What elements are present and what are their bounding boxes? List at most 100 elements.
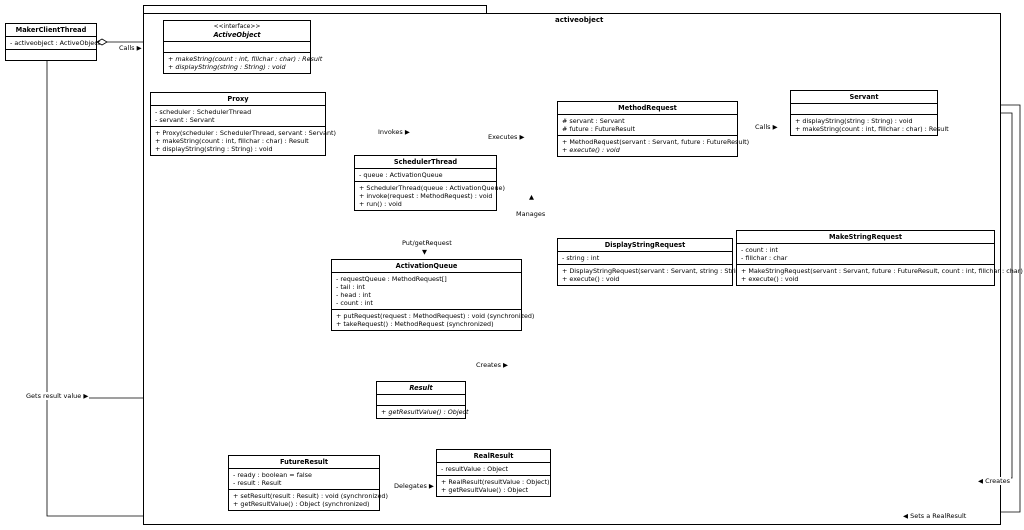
- class-name: SchedulerThread: [393, 158, 458, 166]
- method-row: + makeString(count : int, fillchar : cha…: [168, 55, 323, 63]
- class-name: MakeStringRequest: [828, 233, 903, 241]
- class-attributes: - resultValue : Object: [437, 463, 550, 476]
- class-attributes: - ready : boolean = false- result : Resu…: [229, 469, 379, 490]
- method-row: + displayString(string : String) : void: [168, 63, 286, 71]
- class-name: Result: [409, 384, 433, 392]
- class-methods: + MakeStringRequest(servant : Servant, f…: [737, 265, 1023, 285]
- class-header: Servant: [791, 91, 937, 104]
- method-row: + run() : void: [359, 200, 402, 208]
- class-attributes: [164, 42, 310, 53]
- label-manages-arrow: ▲: [529, 193, 534, 201]
- method-row: + RealResult(resultValue : Object): [441, 478, 550, 486]
- attribute-row: - resultValue : Object: [441, 465, 508, 473]
- method-row: + MethodRequest(servant : Servant, futur…: [562, 138, 750, 146]
- class-header: DisplayStringRequest: [558, 239, 732, 252]
- class-activation-queue[interactable]: ActivationQueue - requestQueue : MethodRe…: [331, 259, 535, 331]
- class-attributes: [791, 104, 937, 115]
- method-row: + displayString(string : String) : void: [795, 117, 913, 125]
- class-name: ActivationQueue: [395, 262, 458, 270]
- class-attributes: # servant : Servant# future : FutureResu…: [558, 115, 737, 136]
- attribute-row: - queue : ActivationQueue: [359, 171, 443, 179]
- attribute-row: - count : int: [741, 246, 778, 254]
- method-row: + SchedulerThread(queue : ActivationQueu…: [359, 184, 505, 192]
- attribute-row: - activeobject : ActiveObject: [10, 39, 101, 47]
- class-scheduler-thread[interactable]: SchedulerThread - queue : ActivationQueue…: [354, 155, 505, 211]
- class-name: FutureResult: [279, 458, 329, 466]
- attribute-row: - scheduler : SchedulerThread: [155, 108, 252, 116]
- label-sets-real-result: ◀ Sets a RealResult: [902, 512, 968, 520]
- method-row: + Proxy(scheduler : SchedulerThread, ser…: [155, 129, 336, 137]
- attribute-row: # future : FutureResult: [562, 125, 635, 133]
- label-calls: Calls ▶: [118, 44, 143, 52]
- method-row: + getResultValue() : Object: [441, 486, 529, 494]
- class-real-result[interactable]: RealResult - resultValue : Object + RealRe…: [436, 449, 551, 497]
- label-manages: Manages: [515, 210, 547, 218]
- class-attributes: [377, 395, 465, 406]
- method-row: + setResult(result : Result) : void (syn…: [233, 492, 388, 500]
- method-row: + execute() : void: [562, 275, 620, 283]
- class-proxy[interactable]: Proxy - scheduler : SchedulerThread- serv…: [150, 92, 336, 156]
- class-methods: + getResultValue() : Object: [377, 406, 469, 418]
- method-row: + invoke(request : MethodRequest) : void: [359, 192, 493, 200]
- class-header: MakerClientThread: [6, 24, 96, 37]
- method-row: + makeString(count : int, fillchar : cha…: [795, 125, 949, 133]
- class-header: MakeStringRequest: [737, 231, 994, 244]
- class-display-string-request[interactable]: DisplayStringRequest - string : int + Disp…: [557, 238, 746, 286]
- class-header: Proxy: [151, 93, 325, 106]
- class-header: RealResult: [437, 450, 550, 463]
- method-row: + makeString(count : int, fillchar : cha…: [155, 137, 309, 145]
- class-header: <<interface>>ActiveObject: [164, 21, 310, 42]
- class-attributes: - string : int: [558, 252, 732, 265]
- class-header: MethodRequest: [558, 102, 737, 115]
- class-name: ActiveObject: [213, 31, 261, 39]
- method-row: + execute() : void: [741, 275, 799, 283]
- class-attributes: - requestQueue : MethodRequest[]- tail :…: [332, 273, 521, 310]
- class-make-string-request[interactable]: MakeStringRequest - count : int- fillchar…: [736, 230, 1023, 286]
- class-header: ActivationQueue: [332, 260, 521, 273]
- class-methods: + displayString(string : String) : void+…: [791, 115, 949, 135]
- attribute-row: - requestQueue : MethodRequest[]: [336, 275, 447, 283]
- method-row: + DisplayStringRequest(servant : Servant…: [562, 267, 746, 275]
- attribute-row: - tail : int: [336, 283, 365, 291]
- class-future-result[interactable]: FutureResult - ready : boolean = false- r…: [228, 455, 388, 511]
- attribute-row: # servant : Servant: [562, 117, 625, 125]
- class-methods: + DisplayStringRequest(servant : Servant…: [558, 265, 746, 285]
- attribute-row: - string : int: [562, 254, 600, 262]
- class-name: MethodRequest: [618, 104, 677, 112]
- attribute-row: - ready : boolean = false: [233, 471, 312, 479]
- class-methods: + putRequest(request : MethodRequest) : …: [332, 310, 535, 330]
- class-methods: + MethodRequest(servant : Servant, futur…: [558, 136, 750, 156]
- class-attributes: - count : int- fillchar : char: [737, 244, 994, 265]
- class-name: Proxy: [227, 95, 249, 103]
- method-row: + MakeStringRequest(servant : Servant, f…: [741, 267, 1023, 275]
- attribute-row: - fillchar : char: [741, 254, 788, 262]
- method-row: + execute() : void: [562, 146, 620, 154]
- class-methods: + makeString(count : int, fillchar : cha…: [164, 53, 323, 73]
- class-name: DisplayStringRequest: [604, 241, 686, 249]
- class-name: MakerClientThread: [15, 26, 87, 34]
- method-row: + displayString(string : String) : void: [155, 145, 273, 153]
- class-servant[interactable]: Servant + displayString(string : String) …: [790, 90, 949, 136]
- method-row: + getResultValue() : Object (synchronize…: [233, 500, 370, 508]
- label-executes: Executes ▶: [487, 133, 526, 141]
- attribute-row: - head : int: [336, 291, 371, 299]
- class-result[interactable]: Result + getResultValue() : Object: [376, 381, 469, 419]
- class-methods: + RealResult(resultValue : Object)+ getR…: [437, 476, 550, 496]
- class-method-request[interactable]: MethodRequest # servant : Servant# future…: [557, 101, 750, 157]
- class-attributes: - activeobject : ActiveObject: [6, 37, 101, 50]
- class-header: SchedulerThread: [355, 156, 496, 169]
- attribute-row: - servant : Servant: [155, 116, 215, 124]
- label-delegates: Delegates ▶: [394, 482, 434, 490]
- class-active-object[interactable]: <<interface>>ActiveObject + makeString(co…: [163, 20, 323, 74]
- class-name: RealResult: [473, 452, 514, 460]
- class-maker-client-thread[interactable]: MakerClientThread - activeobject : Active…: [5, 23, 101, 61]
- label-creates-real: ◀ Creates: [977, 477, 1012, 485]
- class-attributes: - queue : ActivationQueue: [355, 169, 496, 182]
- label-creates: Creates ▶: [475, 361, 510, 369]
- class-methods: [6, 50, 96, 60]
- package-title: activeobject: [555, 16, 604, 24]
- class-methods: + setResult(result : Result) : void (syn…: [229, 490, 388, 510]
- method-row: + putRequest(request : MethodRequest) : …: [336, 312, 535, 320]
- label-put-get-request: Put/getRequest: [401, 239, 453, 247]
- class-methods: + Proxy(scheduler : SchedulerThread, ser…: [151, 127, 336, 155]
